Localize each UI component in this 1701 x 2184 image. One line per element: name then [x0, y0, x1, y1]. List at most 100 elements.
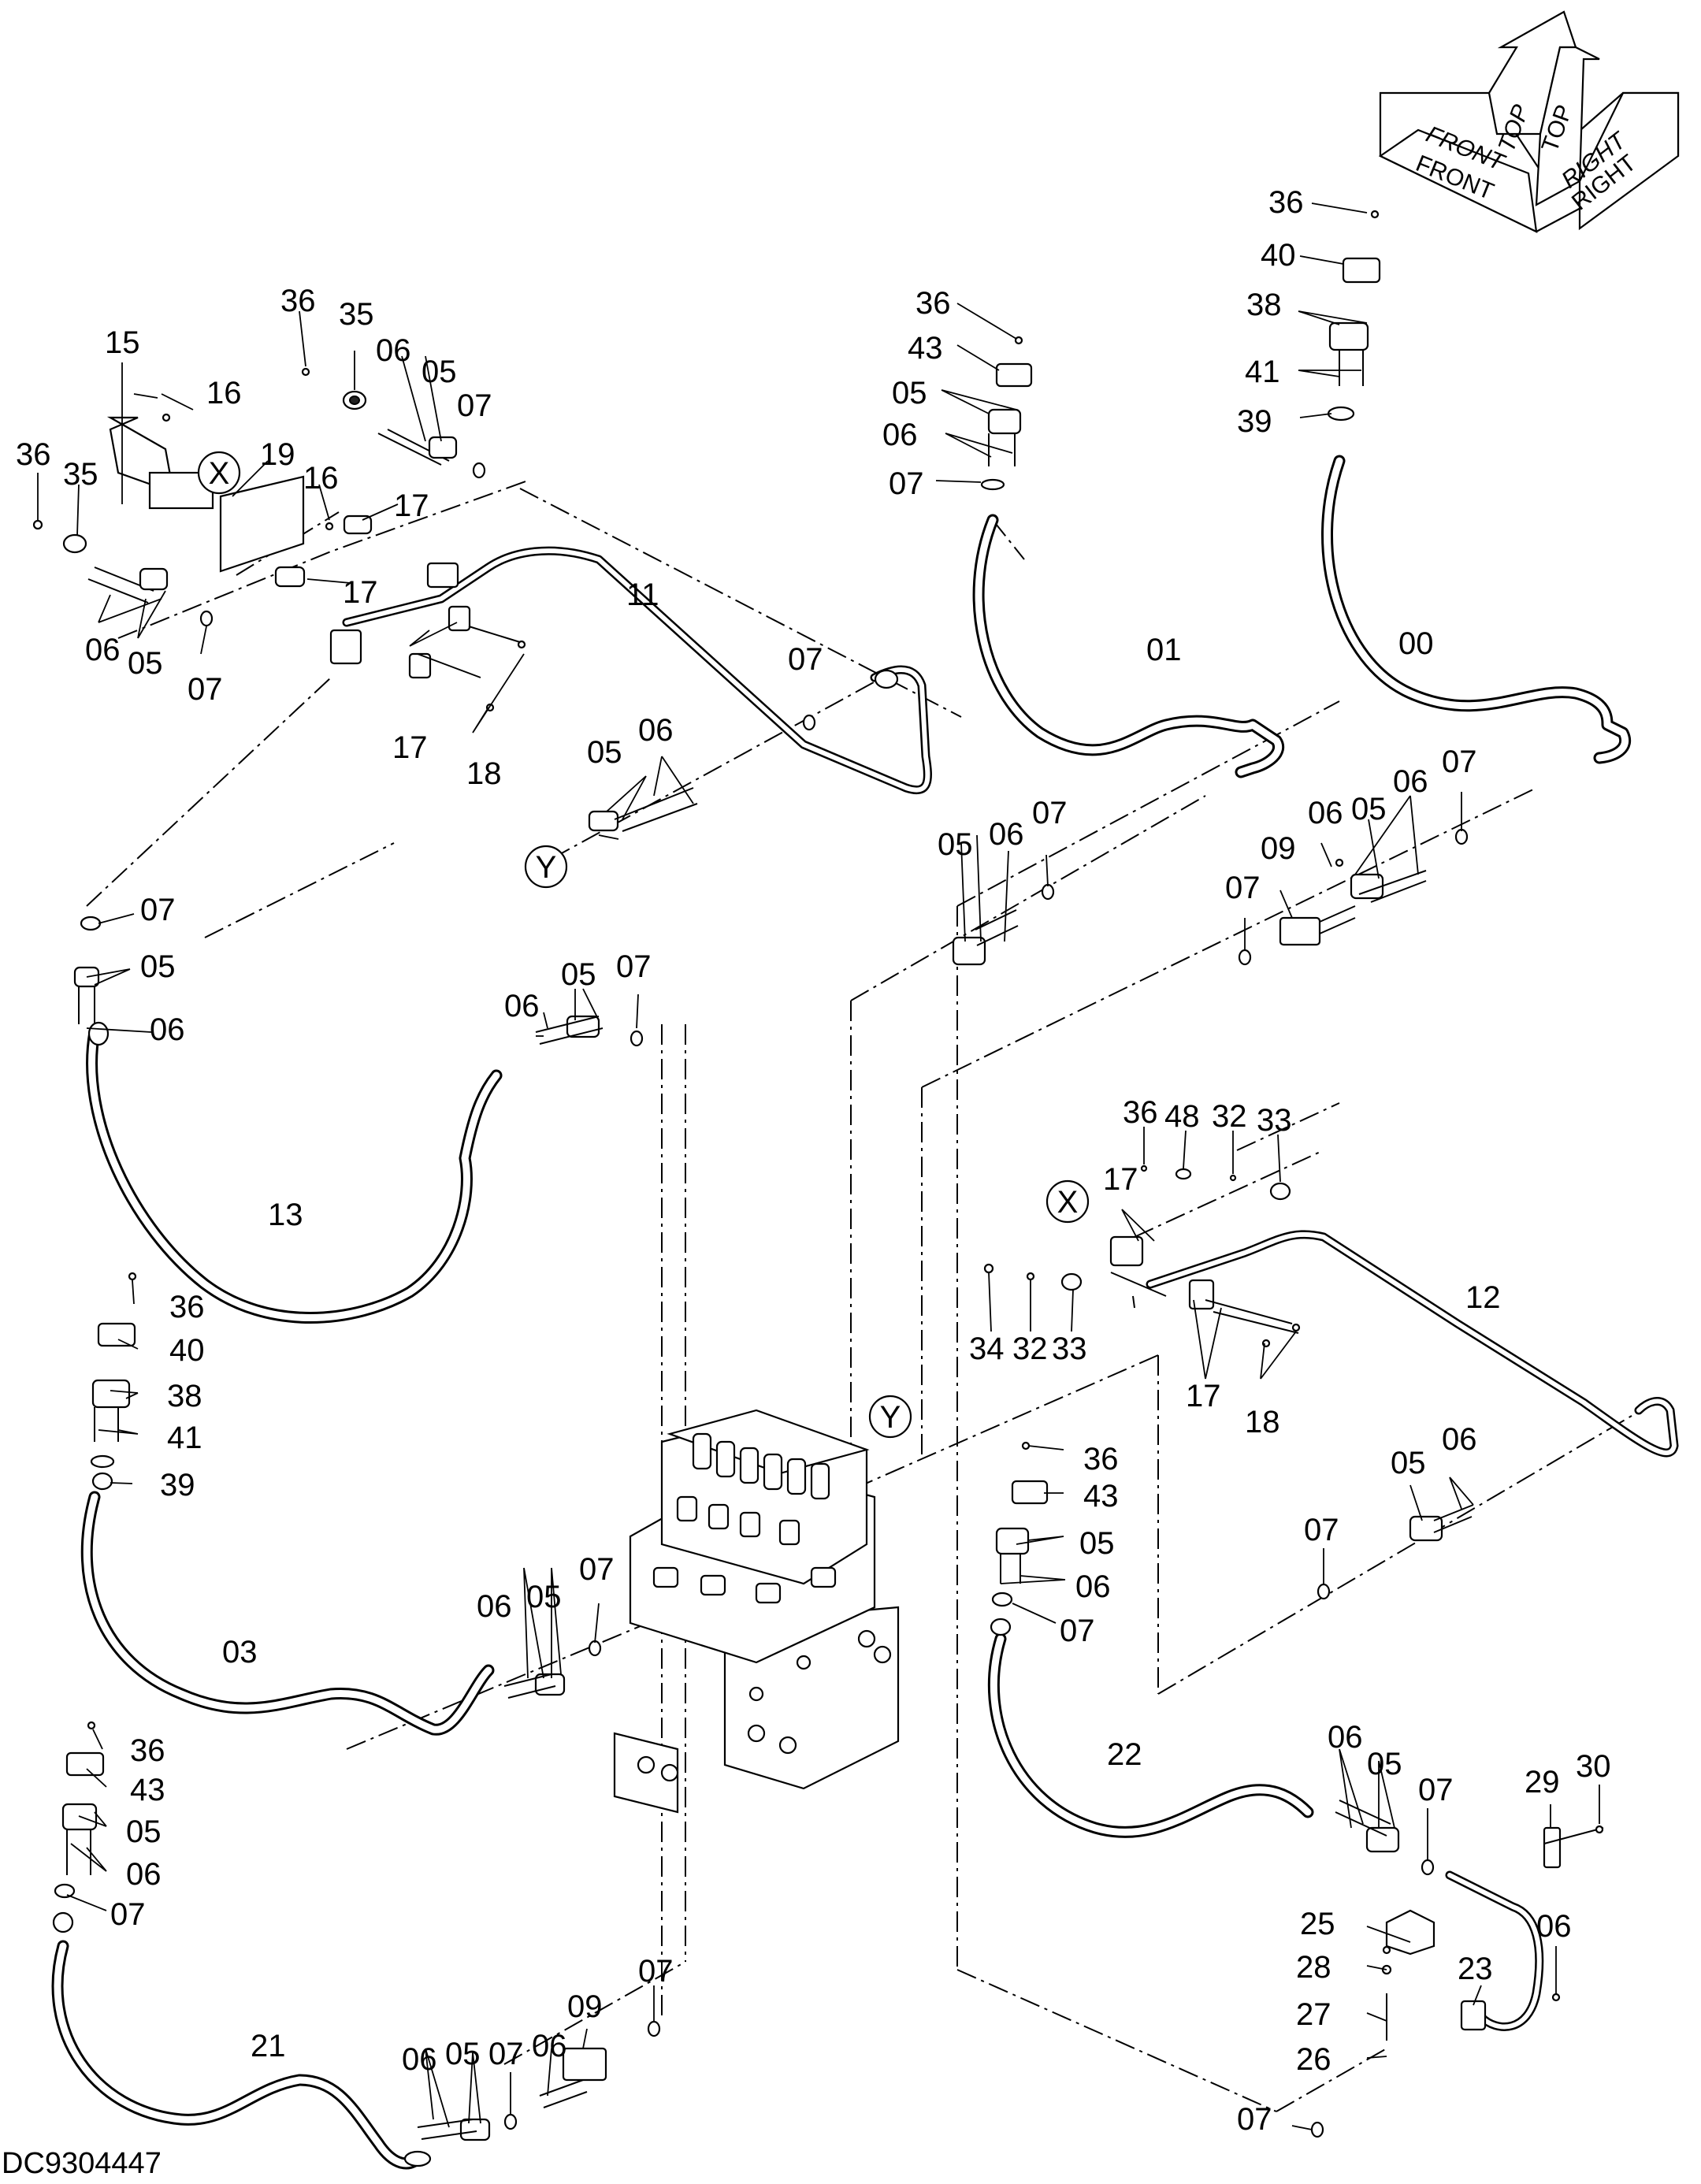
callout-07: 07 — [488, 2037, 524, 2071]
callout-12: 12 — [1465, 1280, 1501, 1315]
callout-07: 07 — [457, 388, 492, 423]
callout-07: 07 — [1418, 1773, 1454, 1807]
callout-07: 07 — [788, 642, 823, 677]
view-marker-x-upper: X — [197, 451, 241, 495]
callout-15: 15 — [105, 325, 140, 360]
callout-19: 19 — [260, 437, 295, 472]
callout-33: 33 — [1257, 1103, 1292, 1138]
callout-32: 32 — [1012, 1332, 1048, 1366]
callout-17: 17 — [394, 488, 429, 523]
callout-25: 25 — [1300, 1907, 1335, 1941]
callout-07: 07 — [1225, 871, 1261, 905]
callout-48: 48 — [1164, 1099, 1200, 1134]
callout-03: 03 — [222, 1635, 258, 1670]
orientation-indicator: FRONT FRONT TOP TOP RIGHT RIGHT — [1378, 10, 1680, 233]
callout-06: 06 — [85, 633, 121, 667]
callout-41: 41 — [167, 1421, 202, 1455]
callout-06: 06 — [402, 2042, 437, 2077]
callout-11: 11 — [626, 578, 659, 612]
callout-43: 43 — [130, 1773, 165, 1807]
view-marker-x-lower: X — [1045, 1179, 1090, 1224]
callout-36: 36 — [130, 1733, 165, 1768]
part-callouts: 36 40 38 41 39 00 36 43 05 06 07 01 36 3… — [16, 185, 1611, 2137]
callout-35: 35 — [339, 297, 374, 332]
callout-17: 17 — [343, 575, 378, 610]
fittings — [32, 210, 1604, 2167]
callout-23: 23 — [1458, 1952, 1493, 1986]
callout-40: 40 — [1261, 238, 1296, 273]
callout-27: 27 — [1296, 1997, 1331, 2032]
callout-21: 21 — [251, 2029, 286, 2063]
callout-28: 28 — [1296, 1950, 1331, 1985]
callout-05: 05 — [1351, 792, 1387, 826]
callout-07: 07 — [1237, 2102, 1272, 2137]
callout-07: 07 — [140, 893, 176, 927]
hose-03 — [80, 1491, 495, 1736]
callout-07: 07 — [188, 672, 223, 707]
callout-41: 41 — [1245, 355, 1280, 389]
hose-12 — [1146, 1230, 1679, 1458]
callout-30: 30 — [1576, 1749, 1611, 1784]
leader-lines — [37, 202, 1600, 2130]
callout-05: 05 — [1367, 1747, 1402, 1781]
callout-40: 40 — [169, 1333, 205, 1368]
callout-34: 34 — [969, 1332, 1005, 1366]
view-marker-y-upper-label: Y — [536, 850, 557, 885]
callout-05: 05 — [140, 949, 176, 984]
callout-22: 22 — [1107, 1737, 1142, 1772]
view-marker-y-upper: Y — [524, 845, 568, 889]
callout-16: 16 — [303, 461, 339, 496]
callout-06: 06 — [477, 1589, 512, 1624]
control-valve-assembly — [613, 1409, 900, 1814]
callout-35: 35 — [63, 457, 98, 492]
callout-05: 05 — [126, 1814, 162, 1849]
callout-36: 36 — [16, 437, 51, 472]
callout-06: 06 — [1328, 1720, 1363, 1755]
callout-17: 17 — [1186, 1379, 1221, 1413]
callout-05: 05 — [587, 735, 622, 770]
callout-33: 33 — [1052, 1332, 1087, 1366]
hose-11 — [342, 546, 932, 795]
callout-06: 06 — [150, 1012, 185, 1047]
callout-07: 07 — [1060, 1614, 1095, 1648]
callout-05: 05 — [938, 827, 973, 862]
pipe-23 — [1445, 1870, 1544, 2031]
callout-07: 07 — [1442, 745, 1477, 779]
callout-05: 05 — [1079, 1526, 1115, 1561]
hose-00 — [1321, 455, 1632, 764]
view-marker-x-upper-label: X — [209, 456, 230, 491]
callout-07: 07 — [1304, 1513, 1339, 1547]
callout-06: 06 — [376, 333, 411, 368]
callout-06: 06 — [882, 418, 918, 452]
callout-09: 09 — [1261, 831, 1296, 866]
valve-spools — [637, 1432, 892, 1782]
callout-39: 39 — [1237, 404, 1272, 439]
callout-43: 43 — [908, 331, 943, 366]
callout-01: 01 — [1146, 633, 1182, 667]
callout-36: 36 — [1083, 1442, 1119, 1476]
callout-00: 00 — [1398, 626, 1434, 661]
callout-06: 06 — [126, 1857, 162, 1892]
callout-05: 05 — [1391, 1446, 1426, 1480]
view-marker-y-lower-label: Y — [880, 1400, 901, 1435]
hose-13 — [86, 1026, 503, 1324]
callout-17: 17 — [1103, 1162, 1138, 1197]
callout-16: 16 — [206, 376, 242, 410]
callout-39: 39 — [160, 1468, 195, 1502]
callout-07: 07 — [638, 1954, 674, 1989]
callout-07: 07 — [889, 466, 924, 501]
callout-09: 09 — [567, 1989, 603, 2024]
callout-07: 07 — [579, 1552, 615, 1587]
callout-06: 06 — [504, 989, 540, 1023]
callout-06: 06 — [989, 817, 1024, 852]
bolt-36-top-left — [301, 367, 310, 377]
callout-36: 36 — [280, 284, 316, 318]
callout-05: 05 — [892, 376, 927, 410]
callout-07: 07 — [616, 949, 652, 984]
callout-05: 05 — [128, 646, 163, 681]
callout-36: 36 — [1123, 1095, 1158, 1130]
callout-05: 05 — [422, 355, 457, 389]
callout-26: 26 — [1296, 2042, 1331, 2077]
callout-18: 18 — [466, 756, 502, 791]
